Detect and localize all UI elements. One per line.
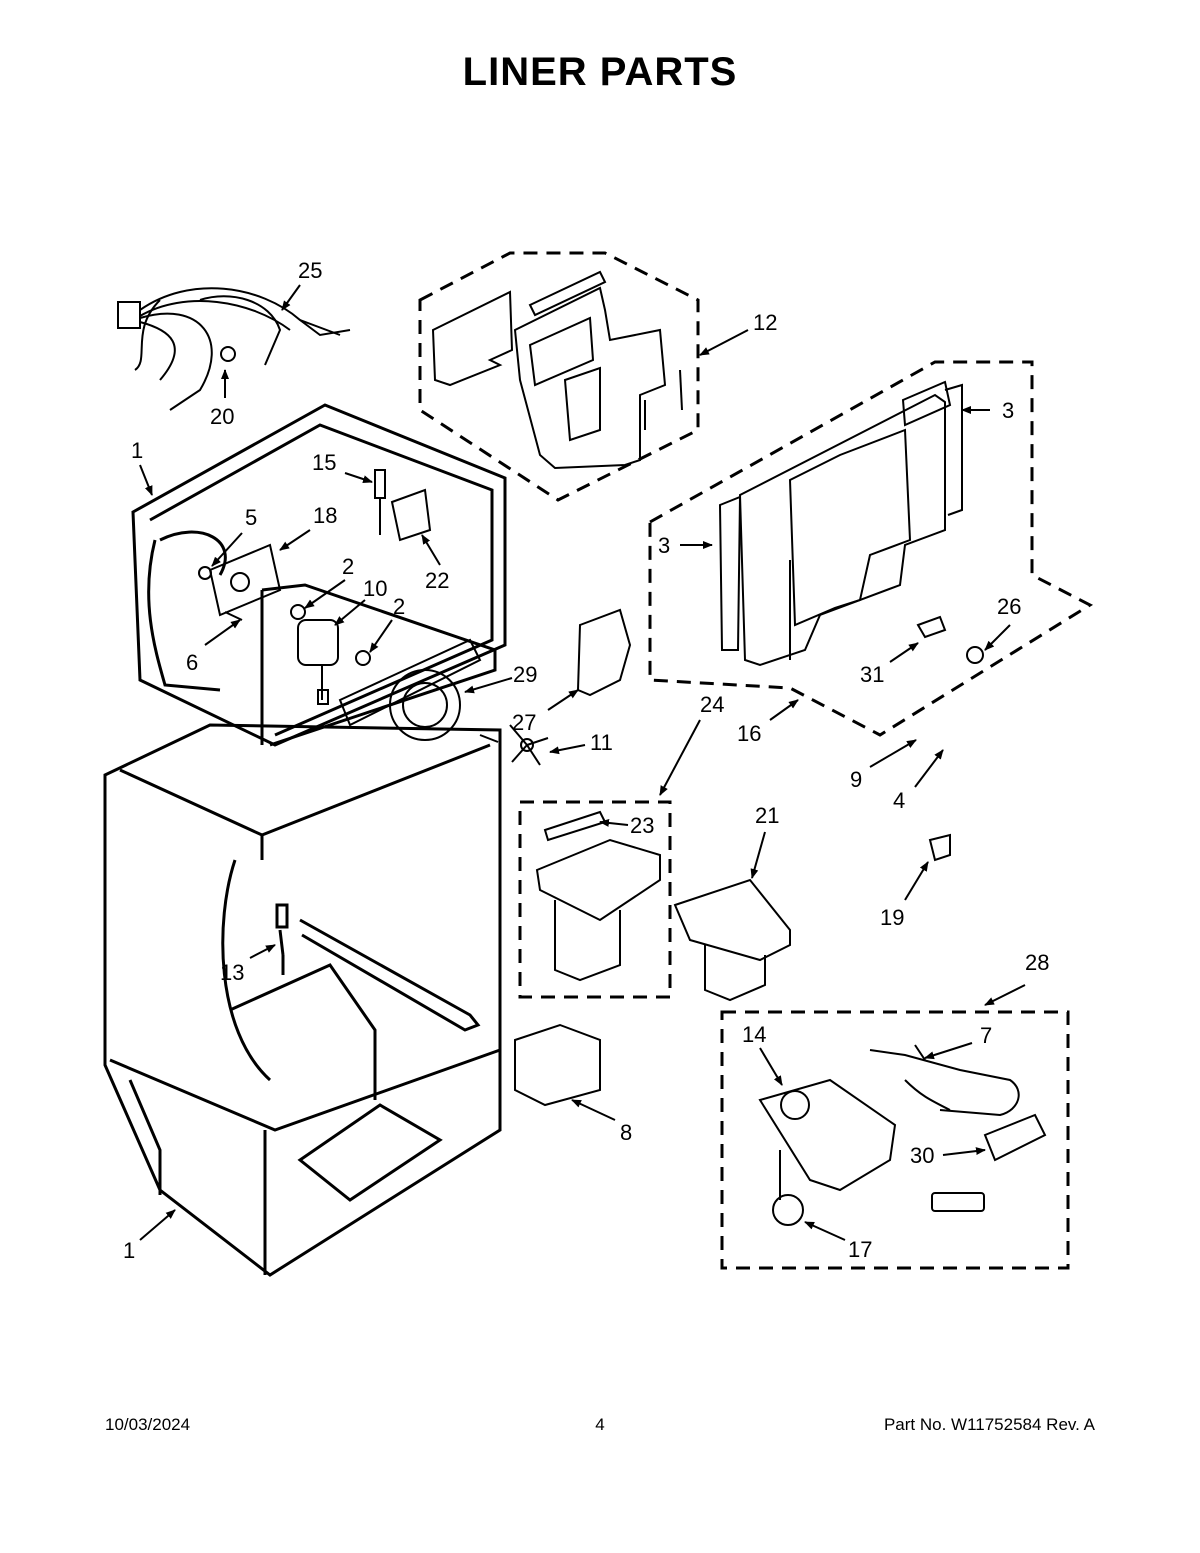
leader-18 xyxy=(279,529,311,551)
callout-10: 10 xyxy=(363,576,387,601)
callout-21: 21 xyxy=(755,803,779,828)
group-12-outline xyxy=(418,251,700,502)
leader-2a xyxy=(304,579,346,609)
leader-15 xyxy=(344,472,373,483)
leader-4 xyxy=(914,749,944,788)
leader-19 xyxy=(904,861,929,901)
callout-17: 17 xyxy=(848,1237,872,1262)
callout-28: 28 xyxy=(1025,950,1049,975)
leader-1a xyxy=(139,464,153,496)
footer-part-number: Part No. W11752584 Rev. A xyxy=(883,1415,1095,1434)
page-title: LINER PARTS xyxy=(462,50,738,94)
callout-24: 24 xyxy=(700,692,724,717)
callout-2b: 2 xyxy=(393,594,405,619)
leader-13 xyxy=(249,944,276,959)
group-28-outline xyxy=(720,1010,1070,1270)
leader-29 xyxy=(464,677,513,694)
leader-1b xyxy=(139,1209,176,1241)
callout-8: 8 xyxy=(620,1120,632,1145)
leader-17 xyxy=(804,1221,846,1241)
leader-23 xyxy=(599,818,629,827)
leader-24 xyxy=(659,719,701,796)
freezer-small-parts xyxy=(198,469,632,766)
leader-7 xyxy=(924,1042,973,1060)
leader-30 xyxy=(942,1147,986,1156)
part-3-panel xyxy=(718,380,984,667)
footer-page-number: 4 xyxy=(595,1415,605,1434)
callout-30: 30 xyxy=(910,1143,934,1168)
wire-harness-25 xyxy=(117,287,351,411)
callout-16: 16 xyxy=(737,721,761,746)
group-24-outline xyxy=(518,800,672,999)
callout-26: 26 xyxy=(997,594,1021,619)
dispenser-parts xyxy=(514,810,1047,1226)
callout-1b: 1 xyxy=(123,1238,135,1263)
leader-9 xyxy=(869,739,917,768)
freezer-liner xyxy=(131,403,507,747)
callout-9: 9 xyxy=(850,767,862,792)
callout-20: 20 xyxy=(210,404,234,429)
callout-15: 15 xyxy=(312,450,336,475)
callout-2a: 2 xyxy=(342,554,354,579)
callout-19: 19 xyxy=(880,905,904,930)
leader-5 xyxy=(211,532,243,567)
callout-13: 13 xyxy=(220,960,244,985)
leader-16 xyxy=(769,699,799,721)
footer-date: 10/03/2024 xyxy=(105,1415,191,1434)
leader-21 xyxy=(750,831,766,879)
callout-3b: 3 xyxy=(658,533,670,558)
callout-25: 25 xyxy=(298,258,322,283)
callout-4: 4 xyxy=(893,788,905,813)
leader-10 xyxy=(334,599,366,626)
leader-11 xyxy=(549,744,586,755)
callout-23: 23 xyxy=(630,813,654,838)
leader-8 xyxy=(571,1099,616,1121)
callout-6: 6 xyxy=(186,650,198,675)
leader-12 xyxy=(699,329,749,356)
leader-2b xyxy=(369,619,393,653)
part-12-bracket xyxy=(431,270,683,470)
leader-22 xyxy=(421,534,441,566)
callout-18: 18 xyxy=(313,503,337,528)
leader-14 xyxy=(759,1047,783,1086)
callout-1a: 1 xyxy=(131,438,143,463)
callout-29: 29 xyxy=(513,662,537,687)
group-3-outline xyxy=(648,360,1094,737)
leader-25 xyxy=(281,284,301,311)
callout-11: 11 xyxy=(590,730,613,755)
callout-27: 27 xyxy=(512,710,536,735)
callout-5: 5 xyxy=(245,505,257,530)
callout-31: 31 xyxy=(860,662,884,687)
callout-3a: 3 xyxy=(1002,398,1014,423)
leader-26 xyxy=(984,624,1011,651)
leader-27 xyxy=(547,689,579,711)
callout-22: 22 xyxy=(425,568,449,593)
leader-31 xyxy=(889,642,919,663)
leader-6 xyxy=(204,619,241,646)
callout-7: 7 xyxy=(980,1023,992,1048)
fresh-food-liner xyxy=(103,723,502,1277)
callout-12: 12 xyxy=(753,310,777,335)
callout-14: 14 xyxy=(742,1022,766,1047)
leader-28 xyxy=(984,984,1026,1006)
